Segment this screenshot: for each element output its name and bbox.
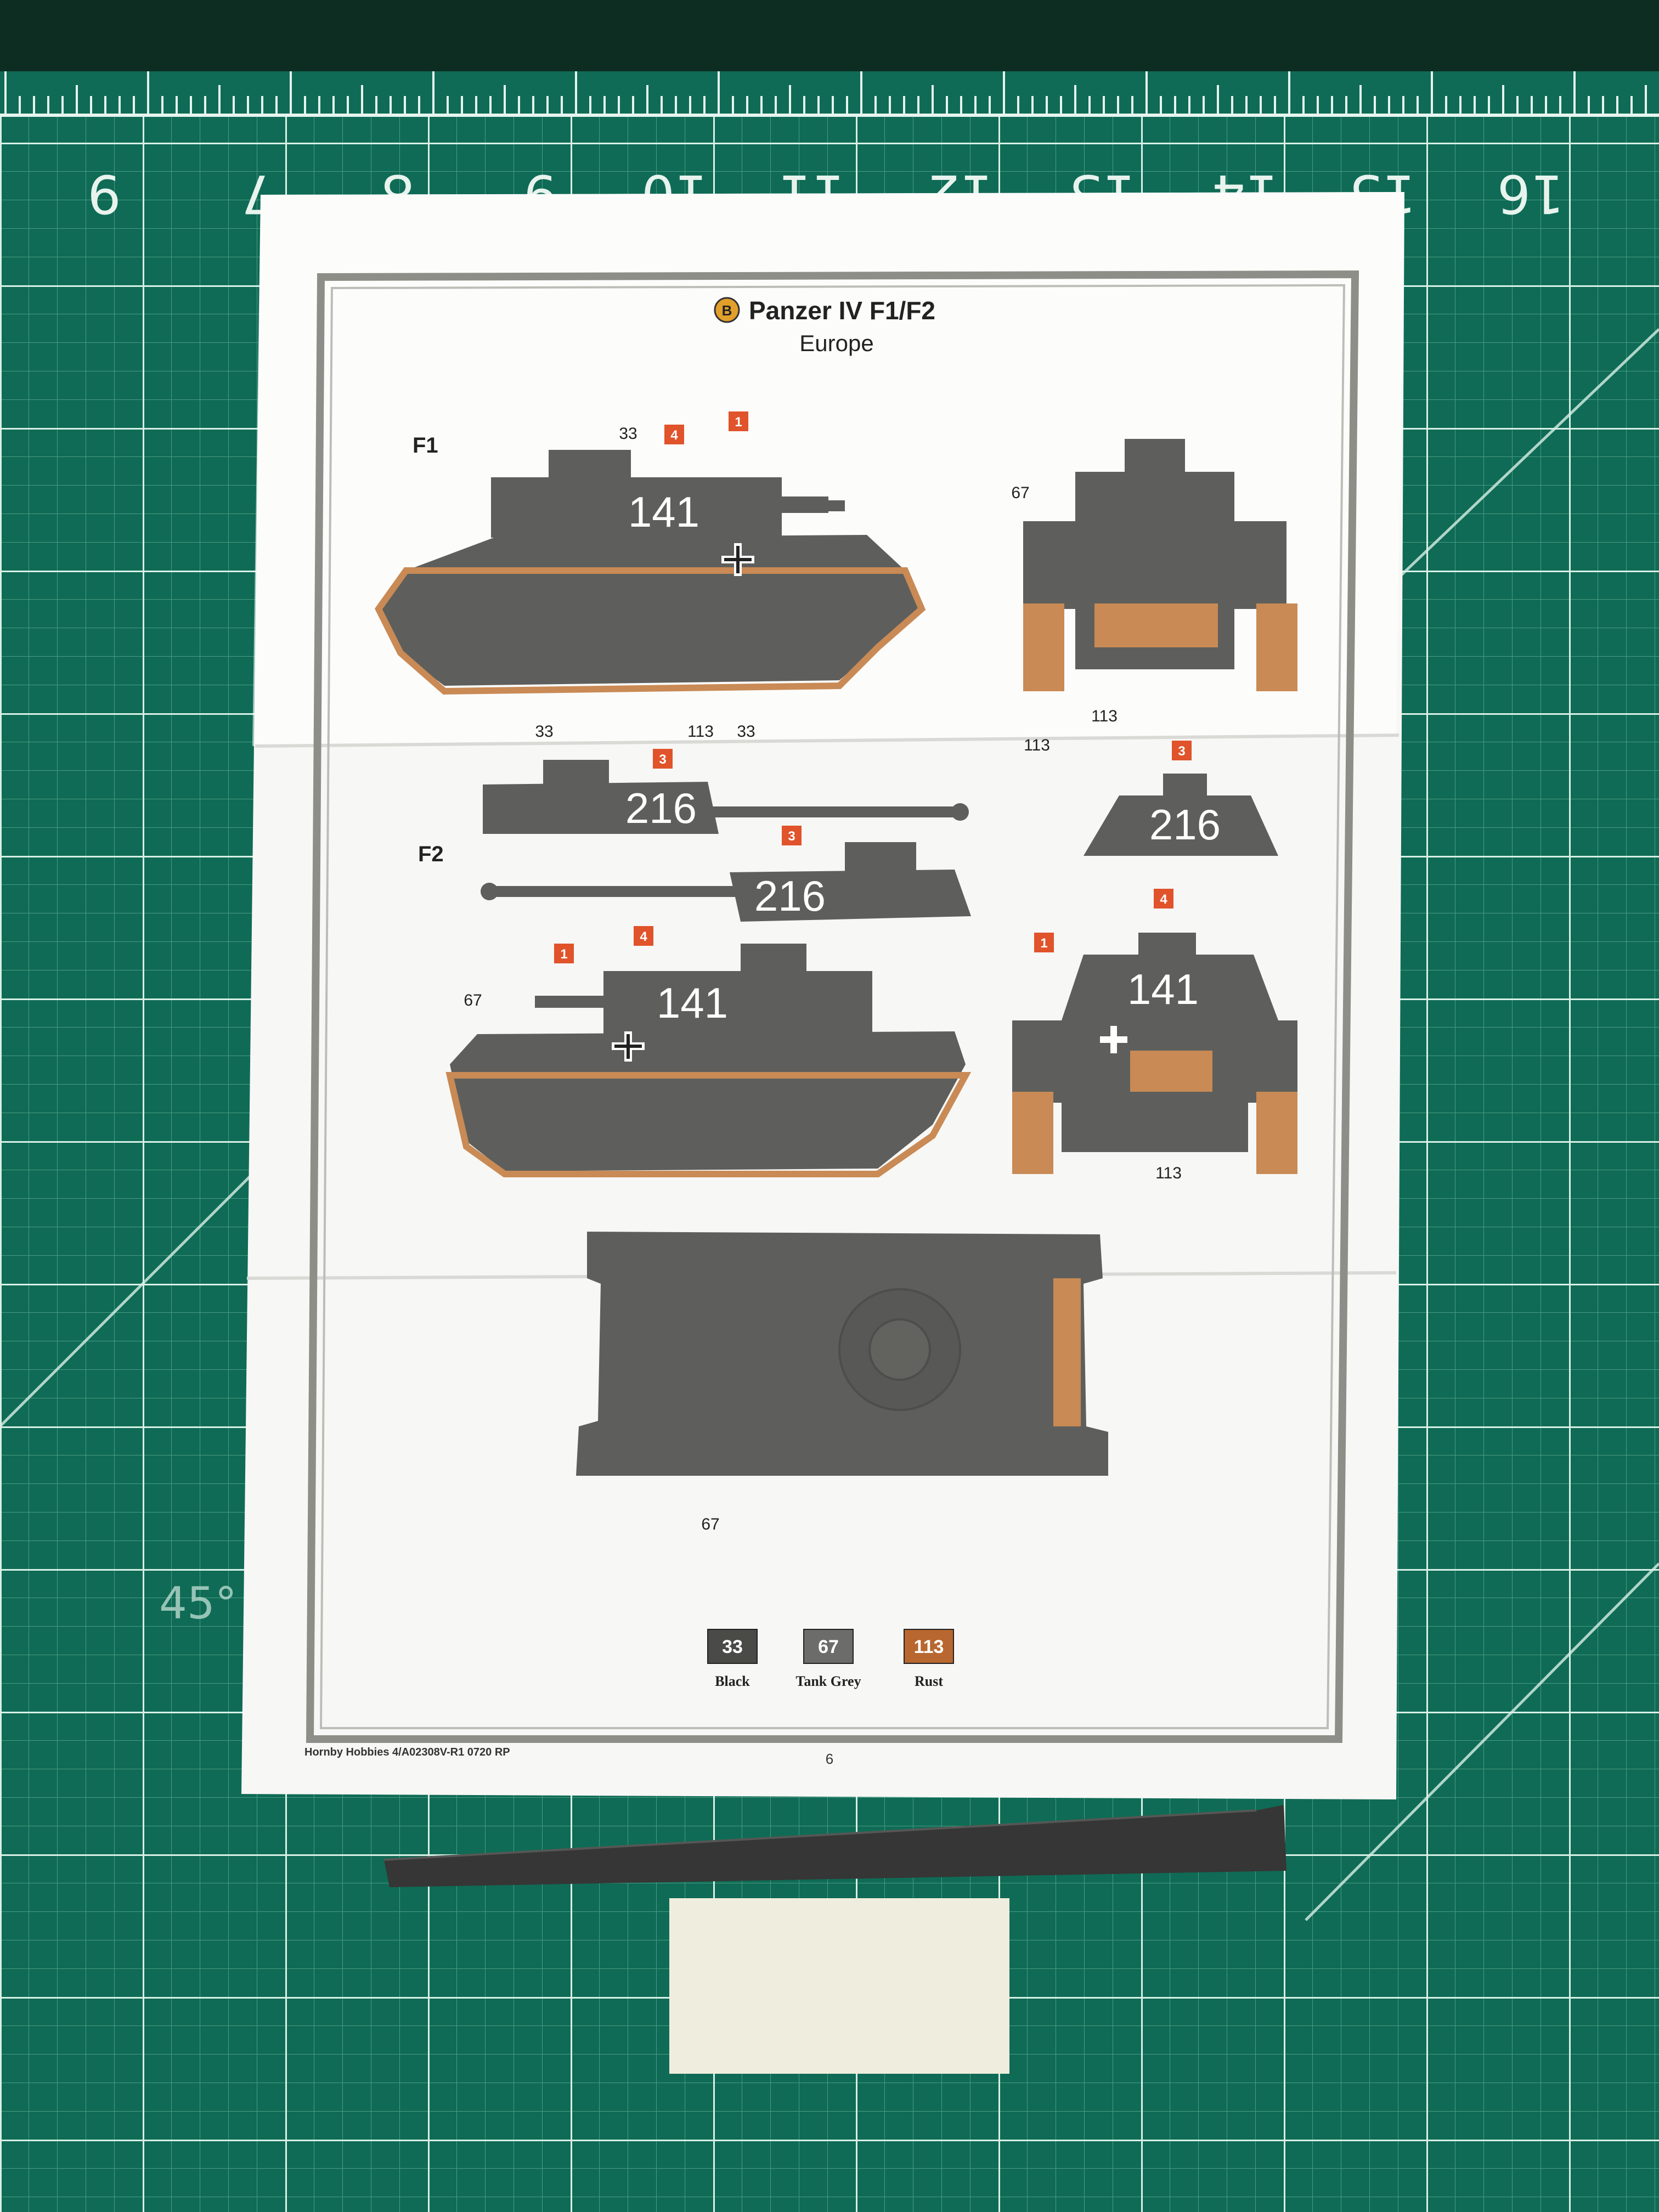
marking-badge-number: 4: [1160, 892, 1167, 907]
f1-rear-view: [1023, 439, 1297, 691]
f2-side-view: 141: [445, 944, 972, 1177]
palette-item-tank-grey: 67 Tank Grey: [795, 1629, 861, 1689]
callout-number: 113: [1091, 707, 1118, 725]
f2-rear-view: 141: [1012, 933, 1297, 1174]
palette-name: Rust: [915, 1673, 943, 1689]
page-number: 6: [826, 1751, 833, 1767]
f2-rear-turret-number: 141: [1127, 965, 1199, 1013]
f2-left-turret-number: 216: [625, 784, 697, 832]
marking-badges: 1 4 3 3 3 1 4: [554, 411, 1192, 963]
title-badge-letter: B: [722, 302, 732, 319]
footer-code: Hornby Hobbies 4/A02308V-R1 0720 RP: [304, 1746, 510, 1758]
palette-code: 33: [722, 1637, 743, 1657]
paint-callouts: 33 33 113 33 67 113 113 67 113 67: [464, 425, 1182, 1533]
marking-badge-number: 3: [788, 829, 795, 844]
paint-palette: 33 Black 67 Tank Grey 113 Rust: [707, 1629, 954, 1689]
palette-name: Black: [715, 1673, 750, 1689]
marking-badge: 1: [729, 411, 748, 431]
callout-number: 33: [737, 723, 755, 741]
marking-badge: 4: [664, 425, 684, 444]
ruler-number: 16: [1497, 163, 1564, 224]
instruction-sheet: B Panzer IV F1/F2 Europe F1 F2 141: [241, 192, 1404, 1799]
callout-number: 33: [619, 425, 637, 443]
callout-number: 113: [1155, 1164, 1182, 1182]
callout-number: 67: [1011, 484, 1029, 502]
f2-side-view-right: 216: [481, 842, 971, 922]
variant-label-f2: F2: [418, 842, 444, 866]
marking-badge-number: 3: [659, 752, 666, 767]
page-title: Panzer IV F1/F2: [749, 296, 935, 325]
palette-name: Tank Grey: [795, 1673, 861, 1689]
f1-side-turret-number: 141: [628, 488, 699, 536]
f2-side-turret-number: 141: [657, 979, 728, 1027]
marking-badge-number: 4: [670, 428, 678, 443]
callout-number: 67: [464, 991, 482, 1009]
palette-code: 113: [914, 1637, 944, 1657]
marking-badge-number: 4: [640, 929, 647, 944]
marking-badge: 3: [1172, 741, 1192, 760]
f2-right-turret-number: 216: [754, 872, 826, 920]
variant-label-f1: F1: [413, 433, 438, 458]
f1-side-view: 141: [375, 450, 926, 695]
callout-number: 33: [535, 723, 553, 741]
paper-note: [669, 1898, 1009, 2074]
angle-mark: 45°: [159, 1578, 237, 1629]
palette-item-rust: 113 Rust: [904, 1629, 954, 1689]
plastic-track-part: [383, 1805, 1286, 1887]
marking-badge-number: 3: [1178, 744, 1185, 759]
callout-number: 67: [701, 1515, 719, 1533]
ruler-ticks: [4, 71, 1647, 115]
title-badge: [714, 297, 740, 323]
marking-badge-number: 1: [735, 415, 742, 430]
marking-badge: 1: [1034, 933, 1054, 952]
f2-front-turret-number: 216: [1149, 800, 1221, 849]
marking-badge: 4: [634, 926, 653, 946]
palette-code: 67: [818, 1637, 839, 1657]
marking-badge: 4: [1154, 889, 1173, 909]
palette-item-black: 33 Black: [707, 1629, 758, 1689]
marking-badge: 3: [653, 749, 673, 769]
title-block: B Panzer IV F1/F2 Europe: [714, 296, 935, 356]
f2-front-view-small: 216: [1084, 774, 1278, 856]
marking-badge: 1: [554, 944, 574, 963]
callout-number: 113: [1024, 736, 1050, 754]
ruler-number: 9: [87, 163, 121, 224]
f2-side-view-left: 216: [483, 760, 969, 834]
callout-number: 113: [687, 723, 714, 741]
top-view: [576, 1232, 1108, 1476]
page-subtitle: Europe: [799, 330, 873, 356]
marking-badge-number: 1: [560, 947, 567, 962]
marking-badge-number: 1: [1040, 936, 1047, 951]
marking-badge: 3: [782, 826, 802, 845]
